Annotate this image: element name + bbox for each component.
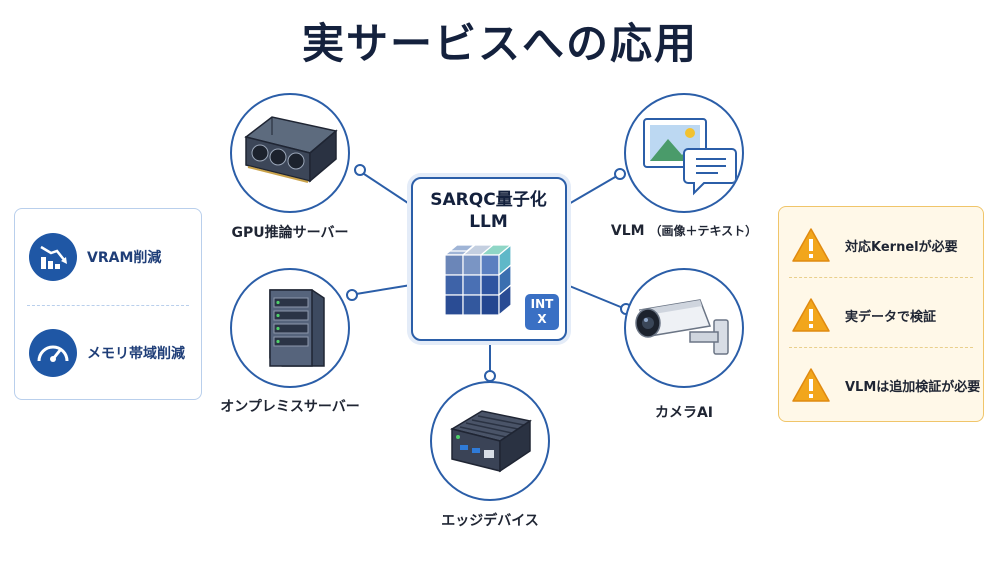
gpu-server-node bbox=[230, 93, 350, 213]
cautions-panel: 対応Kernelが必要 実データで検証 VLMは追加検証が必要 bbox=[778, 206, 984, 422]
quantized-cube-icon bbox=[443, 240, 513, 317]
warning-icon bbox=[792, 228, 830, 262]
vlm-node bbox=[624, 93, 744, 213]
divider bbox=[27, 305, 189, 306]
warning-icon bbox=[792, 298, 830, 332]
quantized-llm-box: SARQC量子化 LLM INT X bbox=[411, 177, 567, 341]
security-camera-icon bbox=[635, 299, 729, 355]
edge-device-icon bbox=[450, 410, 532, 473]
image-chat-icon bbox=[643, 118, 737, 196]
speedometer-icon bbox=[37, 345, 69, 362]
onprem-server-label: オンプレミスサーバー bbox=[220, 399, 360, 415]
caution-label: VLMは追加検証が必要 bbox=[845, 380, 981, 395]
onprem-server-node bbox=[230, 268, 350, 388]
benefits-panel: VRAM削減 メモリ帯域削減 bbox=[14, 208, 202, 400]
gpu-server-icon bbox=[244, 116, 338, 183]
caution-label: 実データで検証 bbox=[845, 310, 937, 325]
camera-ai-node bbox=[624, 268, 744, 388]
divider bbox=[789, 277, 973, 278]
center-title: SARQC量子化 LLM bbox=[430, 190, 547, 232]
gpu-server-label: GPU推論サーバー bbox=[231, 225, 349, 241]
edge-device-label: エッジデバイス bbox=[441, 513, 539, 529]
benefit-label: VRAM削減 bbox=[87, 250, 162, 266]
benefit-label: メモリ帯域削減 bbox=[87, 346, 185, 362]
caution-label: 対応Kernelが必要 bbox=[845, 240, 958, 255]
tower-server-icon bbox=[269, 289, 325, 367]
camera-ai-label: カメラAI bbox=[654, 405, 714, 421]
page-title: 実サービスへの応用 bbox=[301, 19, 698, 68]
vlm-label: VLM （画像＋テキスト） bbox=[610, 223, 758, 239]
edge-device-node bbox=[430, 381, 550, 501]
chart-down-icon bbox=[40, 245, 67, 269]
divider bbox=[789, 347, 973, 348]
int-badge: INT X bbox=[525, 294, 559, 330]
warning-icon bbox=[792, 368, 830, 402]
